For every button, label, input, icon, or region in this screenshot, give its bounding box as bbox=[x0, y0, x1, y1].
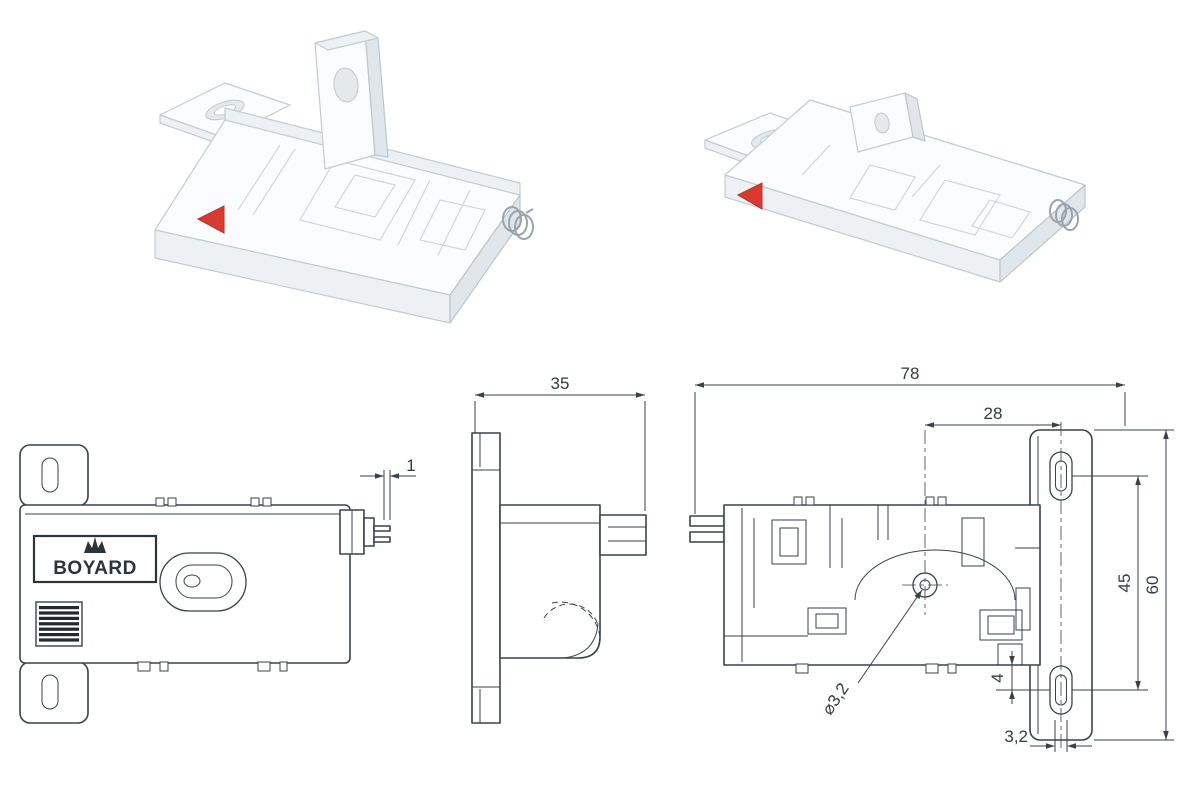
iso1-part bbox=[154, 30, 534, 324]
adjustment-knob bbox=[35, 601, 83, 647]
dim-label-35: 35 bbox=[551, 374, 570, 393]
dim-label-78: 78 bbox=[901, 364, 920, 383]
side-orthographic-view: 35 bbox=[471, 374, 647, 724]
pin-protrusion bbox=[339, 509, 391, 555]
mounting-slot-top bbox=[41, 457, 59, 493]
front-part: BOYARD bbox=[19, 444, 391, 724]
brand-text: BOYARD bbox=[53, 558, 137, 579]
boyard-logo: BOYARD bbox=[32, 534, 158, 584]
dim-label-28: 28 bbox=[984, 404, 1003, 423]
dimension-depth: 35 bbox=[474, 374, 646, 511]
crown-icon bbox=[84, 537, 106, 553]
dim-label-60: 60 bbox=[1143, 576, 1162, 595]
dimension-hole-to-slot: 28 bbox=[925, 404, 1061, 428]
dim-label-4: 4 bbox=[988, 673, 1007, 682]
rear-part bbox=[689, 422, 1093, 752]
dimension-overall-width: 78 bbox=[694, 364, 1126, 514]
iso2-red-indicator bbox=[736, 182, 763, 210]
dim-label-45: 45 bbox=[1115, 574, 1134, 593]
rear-orthographic-view: 78 28 45 60 bbox=[689, 364, 1174, 752]
dimension-pin-width: 1 bbox=[360, 456, 416, 520]
iso1-red-indicator bbox=[196, 205, 225, 234]
dim-label-3-2: 3,2 bbox=[1004, 727, 1028, 746]
iso2-part bbox=[704, 92, 1086, 283]
iso1-spring-coil bbox=[502, 206, 534, 240]
mounting-slot-bottom bbox=[41, 674, 59, 710]
front-orthographic-view: BOYARD bbox=[19, 444, 416, 724]
dimension-slot-offset: 4 bbox=[988, 651, 1050, 704]
dimension-slot-width: 3,2 bbox=[1004, 720, 1092, 752]
iso2-spring-coil bbox=[1049, 199, 1079, 231]
dim-label-diameter: ⌀3,2 bbox=[818, 680, 853, 719]
dimension-slot-span: 45 bbox=[1072, 475, 1148, 691]
iso-render-front-left bbox=[154, 30, 534, 324]
dimension-overall-height: 60 bbox=[1094, 429, 1174, 741]
dim-label-1: 1 bbox=[406, 456, 415, 475]
iso-render-front-right bbox=[704, 92, 1086, 283]
side-part bbox=[471, 432, 647, 724]
